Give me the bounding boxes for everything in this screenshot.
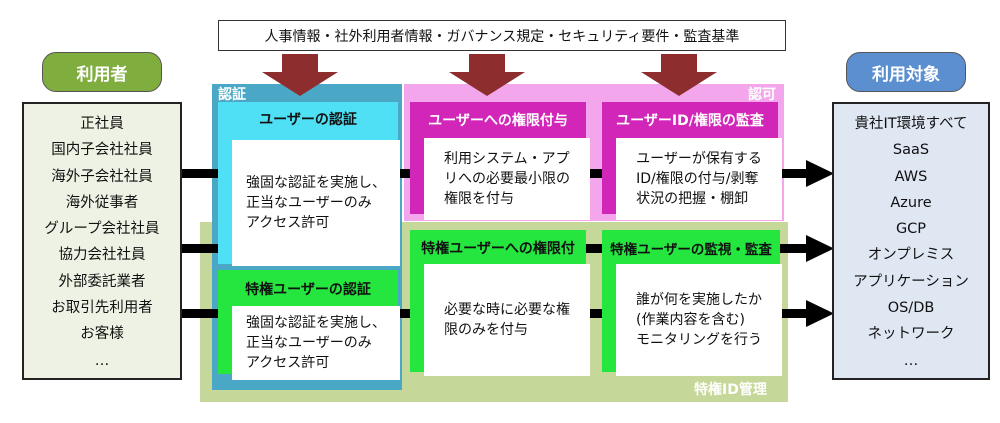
flow-connector-5: [586, 309, 604, 318]
priv-auth-card: 特権ユーザーの認証 強固な認証を実施し、 正当なユーザーのみ アクセス許可: [218, 270, 400, 380]
users-list-item: …: [94, 352, 110, 369]
authentication-zone-label: 認証: [218, 87, 246, 103]
top-banner-text: 人事情報・社外利用者情報・ガバナンス規定・セキュリティ要件・監査基準: [264, 28, 740, 45]
flow-line-left-2: [181, 244, 219, 253]
flow-connector-2: [398, 309, 412, 318]
priv-grant-title: 特権ユーザーへの権限付: [421, 241, 575, 257]
user-audit-text: ユーザーが保有する ID/権限の付与/剥奪 状況の把握・棚卸: [636, 151, 762, 207]
users-list-item: 正社員: [80, 116, 124, 132]
flow-arrow-right-1: [780, 160, 834, 187]
priv-grant-body: 必要な時に必要な権 限のみを付与: [424, 264, 590, 376]
user-auth-text: 強固な認証を実施し、 正当なユーザーのみ アクセス許可: [246, 175, 386, 231]
users-list-item: 外部委託業者: [58, 273, 146, 290]
targets-list-item: オンプレミス: [867, 247, 955, 264]
flow-connector-1: [398, 169, 412, 178]
flow-line-left-1: [181, 169, 219, 178]
authorization-zone-label: 認可: [748, 87, 776, 103]
users-list-item: 海外従事者: [65, 194, 139, 211]
flow-arrow-right-2: [780, 235, 834, 262]
priv-monitor-title: 特権ユーザーの監視・監査: [610, 242, 772, 258]
targets-list-item: OS/DB: [887, 300, 935, 317]
privileged-zone-label: 特権ID管理: [694, 382, 767, 398]
user-auth-body: 強固な認証を実施し、 正当なユーザーのみ アクセス許可: [232, 140, 400, 266]
targets-title: 利用対象: [846, 52, 966, 92]
targets-list-item: AWS: [894, 168, 928, 185]
down-arrow-auth: [262, 54, 338, 96]
users-list-item: 協力会社社員: [58, 247, 146, 264]
priv-auth-text: 強固な認証を実施し、 正当なユーザーのみ アクセス許可: [246, 315, 386, 371]
targets-list-item: GCP: [895, 221, 927, 238]
flow-arrow-right-3: [780, 300, 834, 327]
users-list: 正社員国内子会社社員海外子会社社員海外従事者グループ会社社員協力会社社員外部委託…: [22, 102, 182, 380]
targets-list-item: Azure: [890, 194, 932, 211]
users-list-item: グループ会社社員: [44, 221, 160, 238]
user-auth-title: ユーザーの認証: [259, 112, 357, 128]
users-list-item: お取引先利用者: [51, 300, 153, 317]
user-grant-body: 利用システム・アプ リへの必要最小限の 権限を付与: [424, 138, 590, 220]
priv-monitor-body: 誰が何を実施したか (作業内容を含む) モニタリングを行う: [616, 264, 782, 376]
priv-grant-card: 特権ユーザーへの権限付 必要な時に必要な権 限のみを付与: [410, 230, 590, 376]
targets-list-item: …: [903, 352, 919, 369]
flow-connector-3: [586, 169, 604, 178]
flow-line-left-3: [181, 309, 219, 318]
users-list-item: お客様: [80, 326, 124, 343]
targets-list-item: アプリケーション: [853, 273, 969, 290]
users-list-item: 国内子会社社員: [51, 142, 153, 159]
priv-auth-body: 強固な認証を実施し、 正当なユーザーのみ アクセス許可: [232, 306, 400, 380]
user-grant-title: ユーザーへの権限付与: [428, 113, 568, 129]
user-audit-title: ユーザーID/権限の監査: [616, 113, 764, 129]
priv-auth-title: 特権ユーザーの認証: [245, 282, 371, 298]
users-title: 利用者: [42, 52, 162, 92]
flow-connector-4: [586, 244, 604, 253]
users-list-item: 海外子会社社員: [51, 168, 153, 185]
down-arrow-audit: [641, 54, 717, 96]
targets-list-item: SaaS: [892, 142, 930, 159]
targets-list-item: ネットワーク: [867, 326, 955, 343]
top-banner: 人事情報・社外利用者情報・ガバナンス規定・セキュリティ要件・監査基準: [218, 20, 786, 51]
user-auth-card: ユーザーの認証 強固な認証を実施し、 正当なユーザーのみ アクセス許可: [218, 102, 400, 266]
user-audit-card: ユーザーID/権限の監査 ユーザーが保有する ID/権限の付与/剥奪 状況の把握…: [602, 102, 782, 220]
priv-grant-text: 必要な時に必要な権 限のみを付与: [444, 302, 570, 338]
targets-list-item: 貴社IT環境すべて: [854, 116, 968, 132]
priv-monitor-card: 特権ユーザーの監視・監査 誰が何を実施したか (作業内容を含む) モニタリングを…: [602, 230, 782, 376]
down-arrow-grant: [449, 54, 525, 96]
user-audit-body: ユーザーが保有する ID/権限の付与/剥奪 状況の把握・棚卸: [616, 138, 782, 220]
user-grant-text: 利用システム・アプ リへの必要最小限の 権限を付与: [444, 151, 570, 207]
priv-monitor-text: 誰が何を実施したか (作業内容を含む) モニタリングを行う: [636, 292, 762, 348]
user-grant-card: ユーザーへの権限付与 利用システム・アプ リへの必要最小限の 権限を付与: [410, 102, 590, 220]
